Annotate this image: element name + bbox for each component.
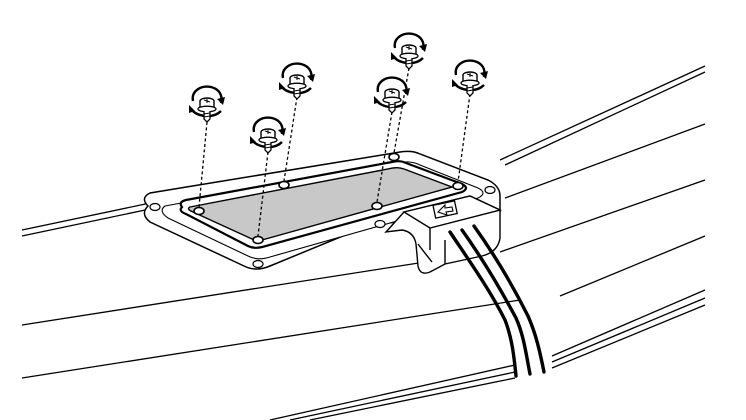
rail-middle-face-right: [499, 179, 706, 253]
rail-top-edge: [21, 65, 706, 231]
plate-hole-5: [388, 152, 400, 162]
screw-icon: [389, 32, 429, 71]
cable-1: [448, 230, 518, 378]
direction-arrow-icon: [432, 200, 458, 219]
plate-hole-1: [193, 206, 205, 216]
arrow-shape: [436, 203, 454, 216]
cables: [448, 224, 546, 378]
cable-2: [460, 228, 532, 376]
cable-3: [472, 224, 546, 374]
plate-hole-6: [452, 181, 464, 191]
guide-line-5: [393, 67, 410, 154]
screw-icon: [187, 85, 227, 124]
clamp-side-lines: [417, 228, 446, 264]
rail-bottom-edge-3: [309, 304, 706, 420]
plate-hole-3: [278, 180, 290, 190]
cover-plate: [179, 152, 468, 249]
screw-icon: [248, 116, 288, 155]
rail-upper-face: [504, 123, 706, 199]
screw-icon: [450, 59, 490, 98]
guide-line-6: [457, 93, 471, 183]
cable-clamp: [384, 195, 503, 274]
screw-guide-lines: [198, 67, 471, 237]
rail-middle-face: [21, 261, 426, 326]
frame-hole-left: [149, 202, 161, 212]
rail-lower-face-right: [559, 235, 706, 297]
frame-hole-bottom: [252, 259, 264, 269]
plate-screw-holes: [193, 152, 464, 245]
screw-icon: [277, 62, 317, 101]
frame-hole-right: [484, 185, 496, 195]
guide-line-4: [376, 111, 393, 203]
plate-hole-4: [371, 201, 383, 211]
screws: [187, 32, 490, 155]
guide-line-3: [283, 96, 298, 182]
rail-body: [21, 65, 706, 420]
rail-bottom-edge-1: [269, 289, 706, 420]
plate-hole-2: [252, 235, 264, 245]
rail-top-edge-inner: [21, 71, 706, 237]
rail-lower-face: [21, 299, 521, 379]
frame-hole-front: [374, 219, 386, 229]
rail-bottom-edge-2: [289, 297, 706, 420]
